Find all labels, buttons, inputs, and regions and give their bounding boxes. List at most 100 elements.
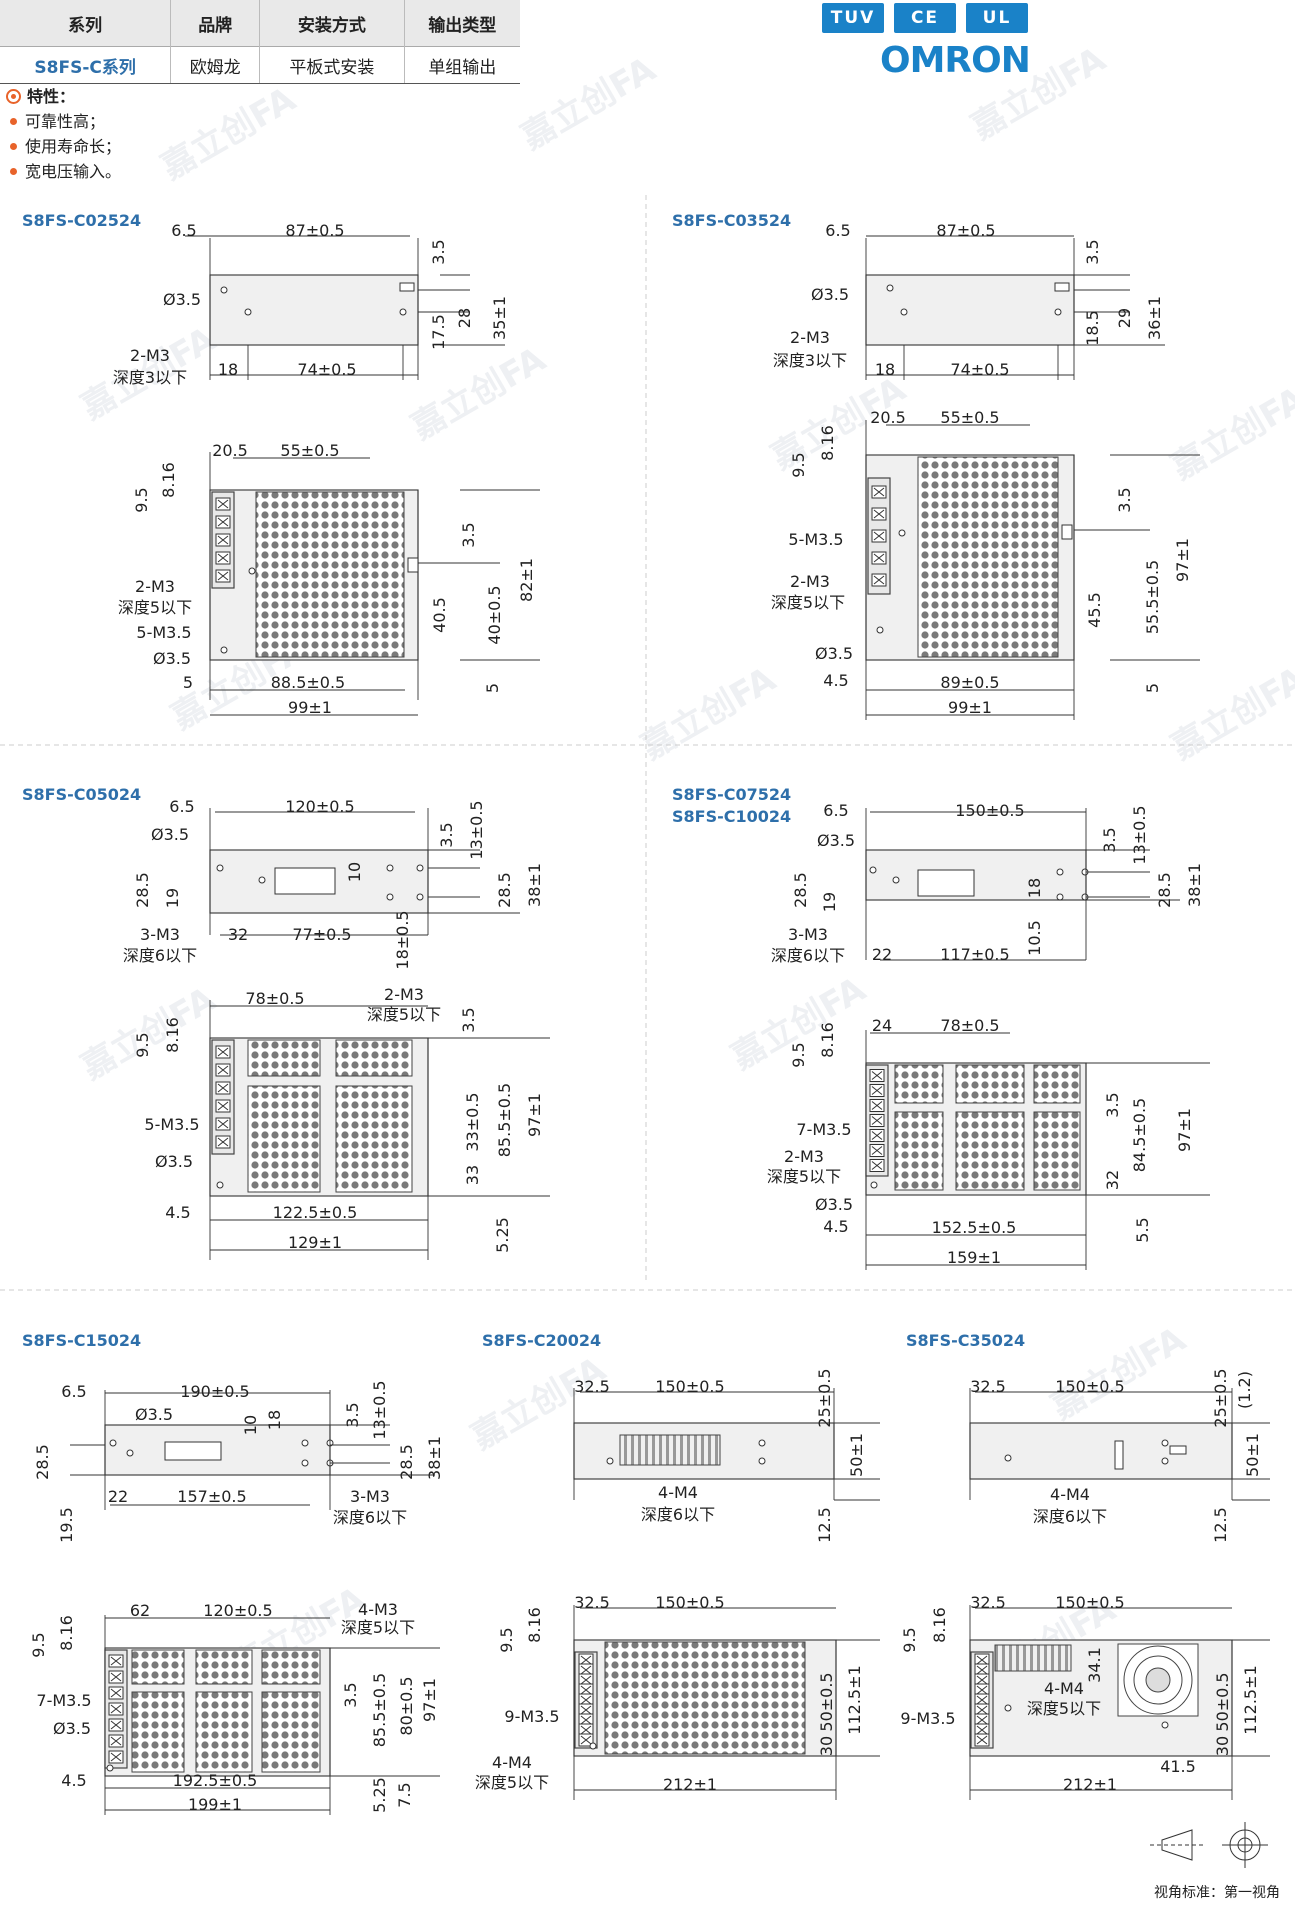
dimension-label: 5 <box>183 673 193 692</box>
top-view-body <box>209 274 419 346</box>
dimension-label: 28.5 <box>33 1444 52 1480</box>
dimension-label: 152.5±0.5 <box>932 1218 1017 1237</box>
mount-hole <box>301 1459 309 1467</box>
dimension-label: 4-M3 <box>358 1600 398 1619</box>
spec-value-series: S8FS-C系列 <box>0 46 172 84</box>
dimension-label: 深度5以下 <box>118 598 192 617</box>
dimension-label: 28 <box>455 308 474 328</box>
vent-grill <box>195 1691 253 1773</box>
dimension-lines <box>70 235 1270 1815</box>
terminal-screw-mark <box>871 1086 883 1095</box>
dimension-label: 36±1 <box>1145 296 1164 340</box>
dimension-label: 5.25 <box>370 1777 389 1813</box>
mount-hole <box>1004 1454 1012 1462</box>
dimension-label: Ø3.5 <box>811 285 849 304</box>
dimension-label: 32.5 <box>970 1593 1006 1612</box>
dimension-label: 35±1 <box>490 296 509 340</box>
feature-item: 宽电压输入。 <box>6 159 121 184</box>
dimension-label: 25±0.5 <box>1211 1368 1230 1427</box>
vent-grill <box>917 456 1059 658</box>
terminal-screw-mark <box>873 487 885 497</box>
model-label: S8FS-C20024 <box>482 1331 601 1350</box>
dimension-label: 9.5 <box>132 487 151 512</box>
vent-grill <box>255 491 405 658</box>
vent-grill <box>335 1039 413 1077</box>
fan-icon <box>1123 1645 1193 1715</box>
model-label: S8FS-C10024 <box>672 807 791 826</box>
dimension-label: 18 <box>875 360 895 379</box>
dimension-label: 9.5 <box>789 452 808 477</box>
dimension-label: Ø3.5 <box>151 825 189 844</box>
dimension-label: 22 <box>108 1487 128 1506</box>
mount-hole <box>248 567 256 575</box>
dimension-label: 3.5 <box>459 522 478 547</box>
certification-badges: TUV CE UL <box>822 3 1028 33</box>
model-label: S8FS-C02524 <box>22 211 141 230</box>
dimension-label: 40±0.5 <box>485 585 504 644</box>
terminal-screw-mark <box>580 1695 592 1705</box>
dimension-label: 55±0.5 <box>940 408 999 427</box>
mount-hole <box>1056 893 1064 901</box>
window <box>1114 1440 1124 1470</box>
terminal-screw-mark <box>217 1083 229 1093</box>
vent-slots <box>994 1644 1072 1672</box>
vent-grill <box>894 1111 944 1191</box>
dimension-label: 4.5 <box>165 1203 190 1222</box>
vent-grill <box>131 1649 185 1685</box>
dimension-label: 深度5以下 <box>341 1618 415 1637</box>
dimension-label: 4-M4 <box>1044 1679 1084 1698</box>
top-view-body <box>865 274 1075 346</box>
terminal-screw-mark <box>976 1685 988 1695</box>
watermark-text: 嘉立创FA <box>635 659 783 768</box>
dimension-label: 3-M3 <box>140 925 180 944</box>
feature-text: 宽电压输入。 <box>25 162 122 181</box>
terminal-screw-mark <box>580 1715 592 1725</box>
dimension-label: 2-M3 <box>135 577 175 596</box>
mount-hole <box>216 1181 224 1189</box>
mount-hole <box>258 876 266 884</box>
mount-hole <box>220 646 228 654</box>
dimension-label: 3.5 <box>437 822 456 847</box>
dimension-label: 87±0.5 <box>285 221 344 240</box>
mount-hole <box>1054 308 1062 316</box>
dimension-label: (1.2) <box>1235 1371 1254 1409</box>
mount-hole <box>416 893 424 901</box>
dimension-label: 5-M3.5 <box>144 1115 199 1134</box>
features-heading: 特性： <box>6 84 121 109</box>
vent-grill <box>955 1064 1025 1104</box>
dimension-label: 159±1 <box>947 1248 1001 1267</box>
watermark-text: 嘉立创FA <box>515 49 663 158</box>
mount-hole <box>399 308 407 316</box>
watermark-text: 嘉立创FA <box>1165 659 1295 768</box>
spec-header-output: 输出类型 <box>404 0 520 47</box>
terminal-screw-mark <box>871 1071 883 1080</box>
dimension-label: 深度6以下 <box>123 946 197 965</box>
dimension-label: 20.5 <box>870 408 906 427</box>
dimension-label: 7-M3.5 <box>796 1120 851 1139</box>
watermark-text: 嘉立创FA <box>965 39 1113 148</box>
dimension-label: 3-M3 <box>350 1487 390 1506</box>
dimension-label: 9.5 <box>133 1032 152 1057</box>
dimension-label: 3.5 <box>341 1682 360 1707</box>
dimension-label: 74±0.5 <box>950 360 1009 379</box>
mount-hole <box>870 1181 878 1189</box>
mount-hole <box>898 529 906 537</box>
terminal-screw-mark <box>976 1675 988 1685</box>
model-label: S8FS-C05024 <box>22 785 141 804</box>
dimension-label: 4-M4 <box>1050 1485 1090 1504</box>
dimension-label: 77±0.5 <box>292 925 351 944</box>
vent-grill <box>247 1085 321 1193</box>
dimension-label: 84.5±0.5 <box>1130 1098 1149 1172</box>
dimension-label: 3.5 <box>459 1007 478 1032</box>
dimension-label: 深度6以下 <box>1033 1507 1107 1526</box>
dimension-label: 85.5±0.5 <box>370 1673 389 1747</box>
spec-value-brand: 欧姆龙 <box>170 46 261 84</box>
spec-table: 系列 品牌 安装方式 输出类型 S8FS-C系列 欧姆龙 平板式安装 单组输出 <box>0 0 520 84</box>
dimension-label: Ø3.5 <box>817 831 855 850</box>
terminal-screw-mark <box>976 1725 988 1735</box>
dimension-label: 212±1 <box>663 1775 717 1794</box>
dimension-label: 50±0.5 <box>817 1672 836 1731</box>
dimension-label: 9-M3.5 <box>900 1709 955 1728</box>
dimension-label: 18 <box>265 1410 284 1430</box>
dimension-label: 13±0.5 <box>1130 805 1149 864</box>
